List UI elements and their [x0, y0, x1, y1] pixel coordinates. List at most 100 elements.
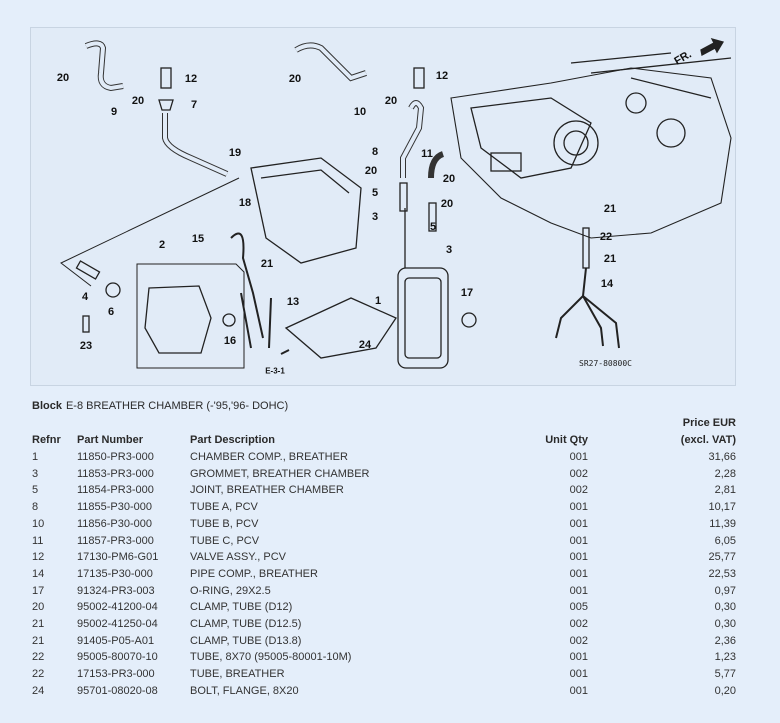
table-row[interactable]: 14 17135-P30-000 PIPE COMP., BREATHER 001 22… — [28, 566, 740, 583]
part-number-cell: 11850-PR3-000 — [77, 451, 154, 463]
callout-24[interactable]: 24 — [358, 339, 372, 351]
refnr-cell: 11 — [32, 534, 44, 547]
col-unit-qty: Unit Qty — [545, 434, 588, 446]
callout-20[interactable]: 20 — [131, 95, 145, 107]
callout-3[interactable]: 3 — [445, 244, 453, 256]
part-number-cell: 17135-P30-000 — [77, 567, 153, 580]
callout-21[interactable]: 21 — [603, 203, 617, 215]
part-number-cell: 95701-08020-08 — [77, 684, 158, 697]
price-cell: 2,81 — [714, 484, 736, 497]
qty-cell: 001 — [569, 567, 588, 580]
callout-12[interactable]: 12 — [435, 70, 449, 82]
callout-1[interactable]: 1 — [374, 295, 382, 307]
qty-cell: 001 — [569, 517, 588, 530]
callout-22[interactable]: 22 — [599, 231, 613, 243]
qty-cell: 001 — [569, 684, 588, 697]
callout-21[interactable]: 21 — [603, 253, 617, 265]
callout-4[interactable]: 4 — [81, 291, 89, 303]
price-cell: 0,97 — [714, 584, 736, 597]
callout-9[interactable]: 9 — [110, 106, 118, 118]
refnr-cell: 17 — [32, 584, 45, 597]
callout-15[interactable]: 15 — [191, 233, 205, 245]
callout-20[interactable]: 20 — [384, 95, 398, 107]
refnr-cell: 21 — [32, 634, 45, 647]
description-cell: TUBE, 8X70 (95005-80001-10M) — [190, 651, 352, 664]
callout-19[interactable]: 19 — [228, 147, 242, 159]
callout-20[interactable]: 20 — [288, 73, 302, 85]
qty-cell: 001 — [569, 651, 588, 664]
callout-5[interactable]: 5 — [429, 221, 437, 233]
price-cell: 2,36 — [714, 634, 736, 647]
description-cell: GROMMET, BREATHER CHAMBER — [190, 467, 370, 480]
price-cell: 0,30 — [714, 601, 736, 614]
refnr-cell: 24 — [32, 684, 45, 697]
block-title: E-8 BREATHER CHAMBER (-'95,'96- DOHC) — [65, 400, 289, 412]
callout-6[interactable]: 6 — [107, 306, 115, 318]
price-header-line1: Price EUR — [682, 417, 736, 429]
callout-10[interactable]: 10 — [353, 106, 367, 118]
callout-3[interactable]: 3 — [371, 211, 379, 223]
refnr-cell: 22 — [32, 651, 45, 664]
callout-21[interactable]: 21 — [260, 258, 274, 270]
refnr-cell: 14 — [32, 567, 45, 580]
callout-20[interactable]: 20 — [56, 72, 70, 84]
callout-23[interactable]: 23 — [79, 340, 93, 352]
callout-5[interactable]: 5 — [371, 187, 379, 199]
col-description: Part Description — [190, 434, 275, 446]
part-number-cell: 95002-41200-04 — [77, 601, 158, 614]
callout-20[interactable]: 20 — [364, 165, 378, 177]
col-part-number: Part Number — [77, 434, 144, 446]
description-cell: CLAMP, TUBE (D13.8) — [190, 634, 302, 647]
diagram-drawing — [60, 37, 732, 369]
callout-16[interactable]: 16 — [223, 335, 237, 347]
callout-20[interactable]: 20 — [440, 198, 454, 210]
price-cell: 22,53 — [708, 567, 736, 580]
callout-20[interactable]: 20 — [442, 173, 456, 185]
callout-11[interactable]: 11 — [421, 148, 433, 160]
description-cell: CLAMP, TUBE (D12.5) — [190, 618, 302, 631]
description-cell: TUBE A, PCV — [190, 501, 258, 514]
part-number-cell: 91324-PR3-003 — [77, 584, 155, 597]
description-cell: O-RING, 29X2.5 — [190, 584, 271, 597]
callout-2[interactable]: 2 — [158, 239, 166, 251]
refnr-cell: 10 — [32, 517, 45, 530]
callout-7[interactable]: 7 — [190, 99, 198, 111]
refnr-cell: 1 — [32, 451, 39, 463]
price-cell: 25,77 — [708, 551, 736, 564]
callout-18[interactable]: 18 — [238, 197, 252, 209]
refnr-cell: 20 — [32, 601, 45, 614]
reference-link-label[interactable]: E-3-1 — [265, 366, 285, 376]
price-cell: 5,77 — [714, 668, 736, 681]
callout-17[interactable]: 17 — [460, 287, 474, 299]
callout-12[interactable]: 12 — [184, 73, 198, 85]
callout-8[interactable]: 8 — [371, 146, 379, 158]
callout-14[interactable]: 14 — [600, 278, 614, 290]
part-number-cell: 11857-PR3-000 — [77, 534, 154, 547]
part-number-cell: 11855-P30-000 — [77, 501, 153, 514]
callout-13[interactable]: 13 — [286, 296, 300, 308]
description-cell: BOLT, FLANGE, 8X20 — [190, 684, 299, 697]
part-number-cell: 11856-P30-000 — [77, 517, 153, 530]
refnr-cell: 22 — [32, 668, 45, 681]
description-cell: CHAMBER COMP., BREATHER — [190, 451, 348, 463]
qty-cell: 002 — [569, 484, 588, 497]
description-cell: PIPE COMP., BREATHER — [190, 567, 318, 580]
col-refnr: Refnr — [32, 434, 61, 446]
qty-cell: 001 — [569, 668, 588, 681]
